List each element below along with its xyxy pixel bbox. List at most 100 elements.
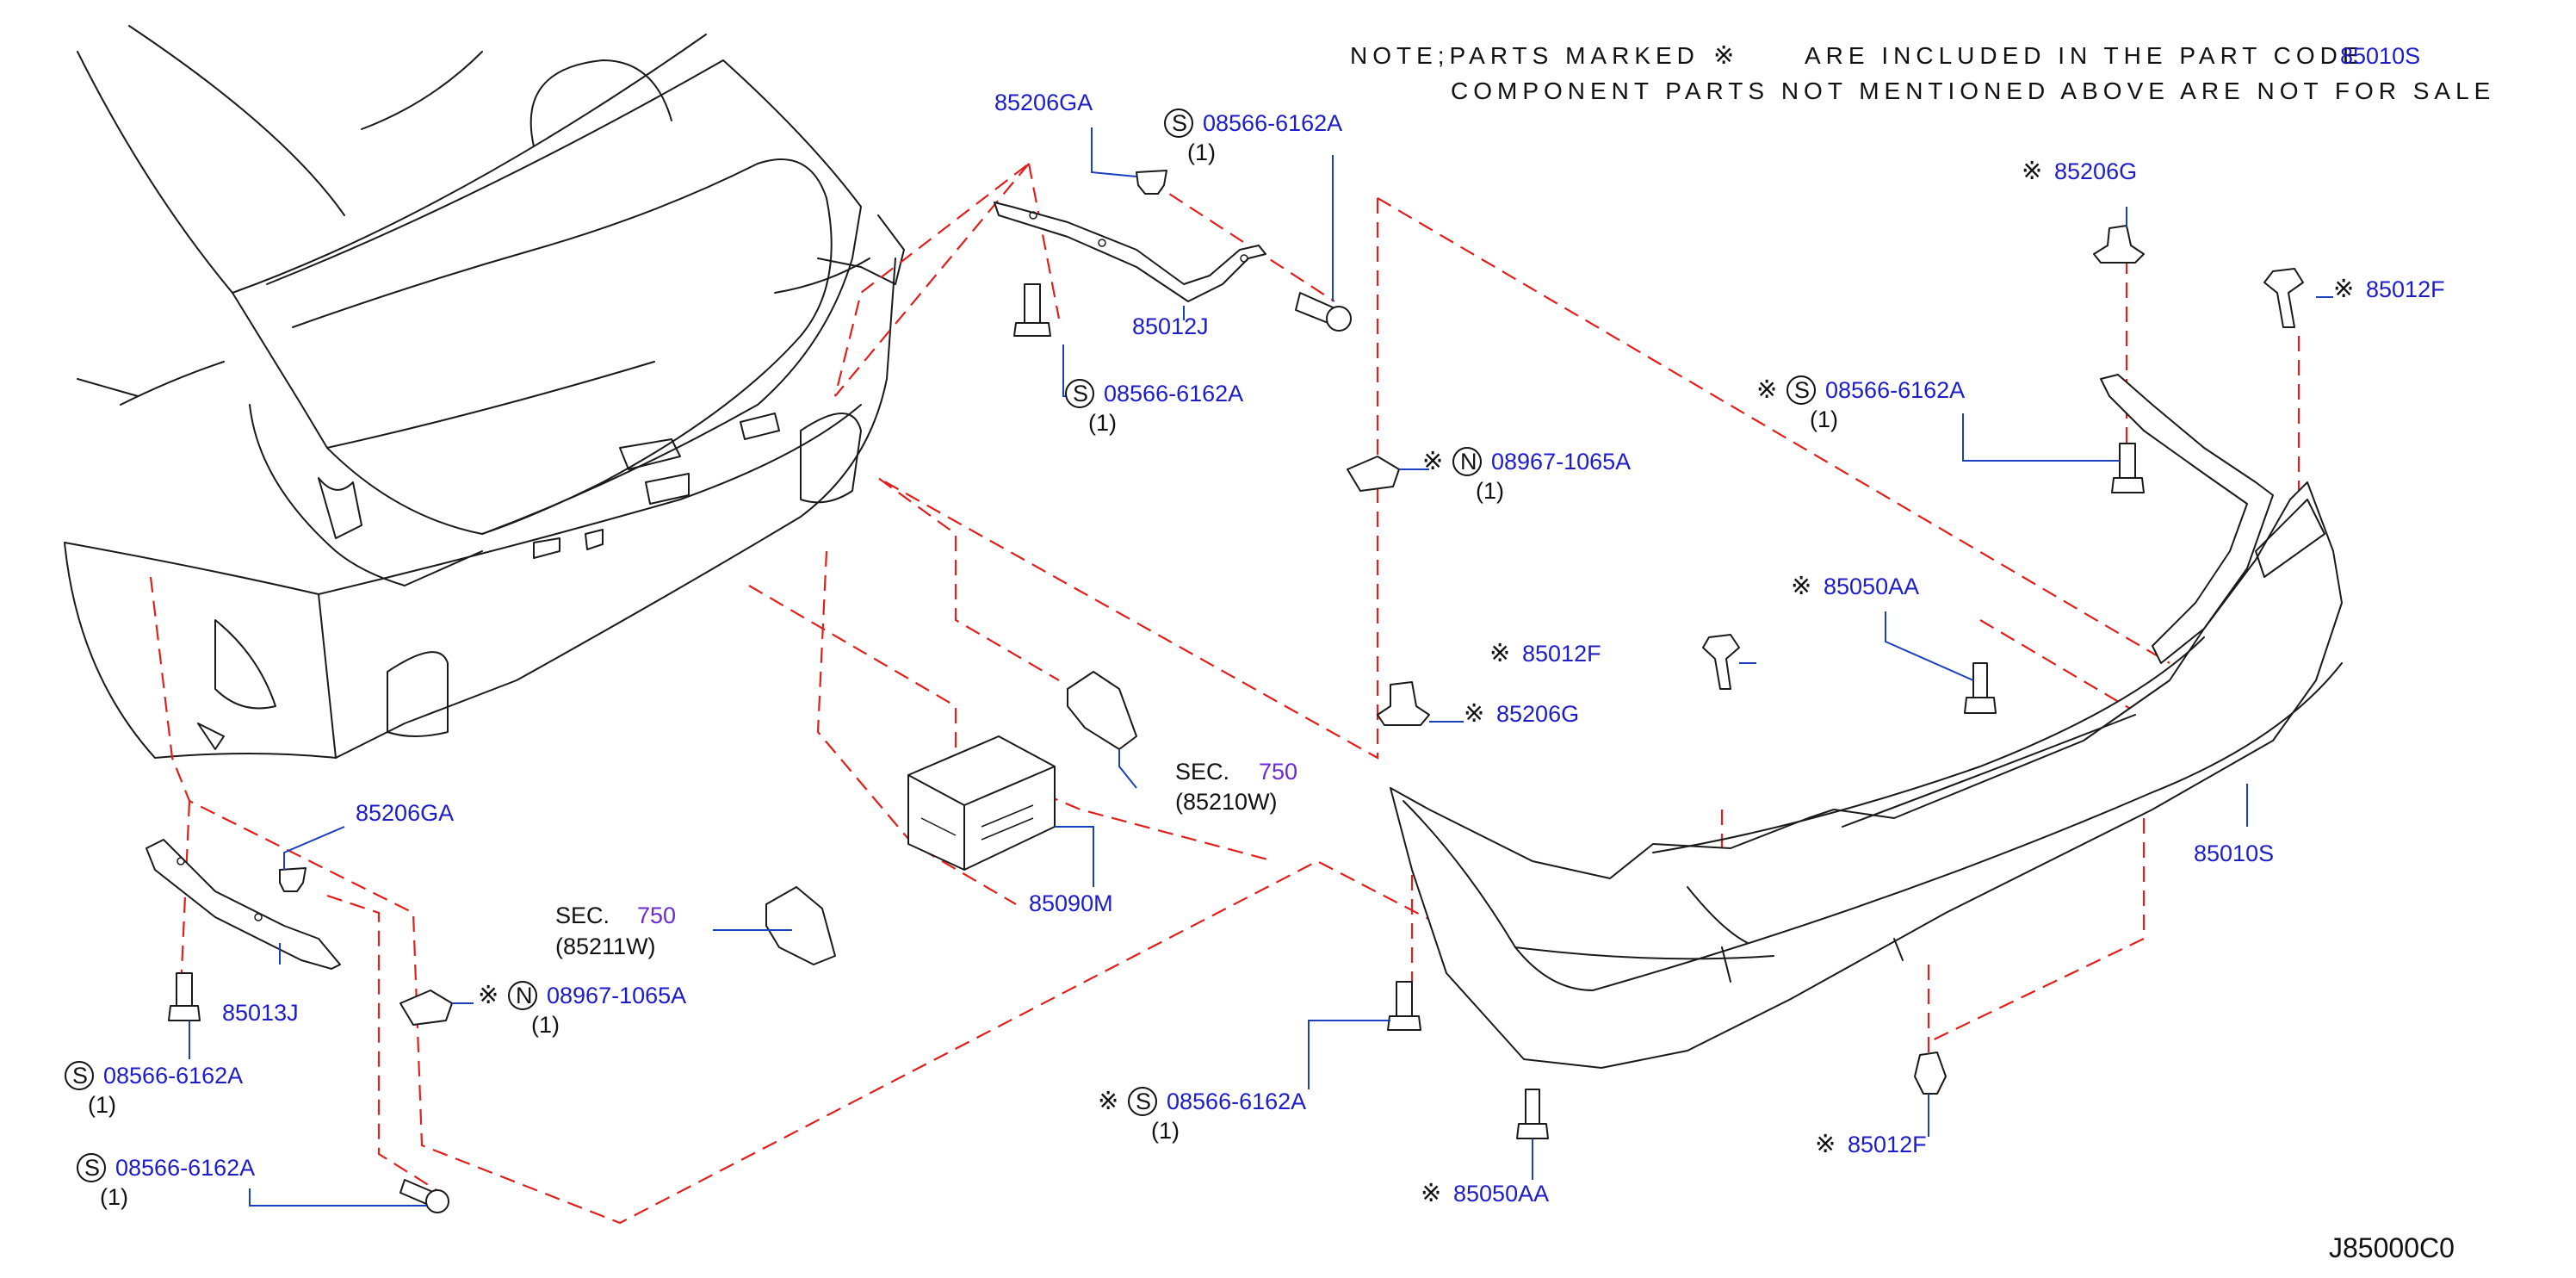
included-mark: ※ (2333, 276, 2354, 303)
part-number[interactable]: 85012F (1522, 641, 1601, 667)
nut-symbol-icon (508, 981, 537, 1010)
clip-85012f-mid[interactable] (1702, 634, 1740, 690)
bracket-85211w[interactable] (765, 886, 836, 965)
nut-top[interactable] (1347, 456, 1400, 492)
quantity: (1) (88, 1092, 116, 1118)
part-label-l12[interactable]: 85010S (2194, 841, 2274, 866)
included-mark: ※ (1791, 573, 1811, 600)
part-number[interactable]: 85206G (1496, 701, 1579, 727)
part-label-l20[interactable]: ※ 85050AA (1421, 1180, 1549, 1207)
included-mark: ※ (2022, 158, 2042, 185)
part-number[interactable]: 85012F (2366, 276, 2445, 302)
bumper-fascia-85010s[interactable] (1390, 481, 2343, 1069)
part-number[interactable]: 85012F (1848, 1132, 1927, 1157)
nut-left[interactable] (399, 990, 453, 1026)
section-number[interactable]: 750 (1259, 759, 1297, 785)
quantity: (1) (1476, 478, 1504, 504)
fastener-symbol: S (1794, 377, 1810, 403)
part-number[interactable]: 85206GA (356, 800, 454, 826)
bracket-85210w[interactable] (1067, 671, 1137, 750)
note-line2: COMPONENT PARTS NOT MENTIONED ABOVE ARE … (1451, 78, 2495, 104)
section-prefix: SEC. (555, 903, 610, 928)
part-number[interactable]: 85050AA (1453, 1181, 1549, 1207)
bolt-left-2[interactable] (399, 1179, 449, 1213)
bracket-85013j (146, 839, 341, 970)
bolt-bumper-upper[interactable] (2111, 443, 2145, 493)
included-mark: ※ (1815, 1131, 1836, 1158)
part-label-l5[interactable]: ※ 85206G (2022, 158, 2137, 185)
part-label-l7[interactable]: ※ S 08566-6162A (1) (1756, 375, 1965, 432)
clip-85206g-upper[interactable] (2093, 225, 2145, 264)
included-mark: ※ (1489, 640, 1510, 667)
bolt-top-left[interactable] (1013, 283, 1051, 337)
part-number[interactable]: 08967-1065A (547, 983, 686, 1008)
fastener-symbol: S (72, 1063, 88, 1089)
section-ref-85210w[interactable]: SEC. 750 (85210W) (1175, 759, 1297, 815)
note-code-85010s[interactable]: 85010S (2340, 43, 2420, 69)
module-85090m[interactable] (907, 735, 1056, 871)
included-mark: ※ (1464, 700, 1484, 728)
part-number[interactable]: 08566-6162A (1104, 381, 1243, 406)
clip-85012f-upper[interactable] (2263, 268, 2304, 328)
quantity: (1) (1088, 410, 1117, 436)
part-number[interactable]: 85206G (2054, 158, 2137, 184)
section-part: (85211W) (555, 934, 656, 959)
screw-symbol-icon (1128, 1087, 1157, 1116)
bolt-bumper-lower[interactable] (1387, 981, 1421, 1031)
part-label-l3[interactable]: 85012J (1132, 313, 1209, 339)
clip-85206ga-left[interactable] (279, 867, 307, 892)
part-number[interactable]: 85012J (1132, 313, 1209, 339)
quantity: (1) (531, 1012, 560, 1038)
part-label-l14[interactable]: 85206GA (356, 800, 454, 826)
part-number[interactable]: 85013J (222, 1000, 299, 1026)
part-label-l21[interactable]: ※ 85012F (1815, 1131, 1927, 1158)
screw-85050aa-lower[interactable] (1516, 1089, 1549, 1139)
part-number[interactable]: 08967-1065A (1491, 449, 1631, 475)
leader-lines (189, 127, 2333, 1207)
section-ref-85211w[interactable]: SEC. 750 (85211W) (555, 903, 676, 959)
part-label-l6[interactable]: ※ 85012F (2333, 276, 2445, 303)
clip-85012f-lower[interactable] (1914, 1052, 1947, 1095)
part-number[interactable]: 08566-6162A (115, 1155, 255, 1181)
part-number[interactable]: 85090M (1029, 890, 1113, 916)
bolt-top-right[interactable] (1295, 292, 1352, 332)
bolt-left-1[interactable] (168, 972, 201, 1021)
part-label-l11[interactable]: ※ 85206G (1464, 700, 1579, 728)
part-label-l4[interactable]: S 08566-6162A (1) (1065, 379, 1243, 436)
part-label-l13[interactable]: 85090M (1029, 890, 1113, 916)
screw-symbol-icon (1164, 109, 1193, 138)
part-label-l17[interactable]: S 08566-6162A (1) (65, 1061, 243, 1118)
part-number[interactable]: 08566-6162A (1825, 377, 1965, 403)
rear-body-outline (64, 25, 905, 759)
included-mark: ※ (478, 982, 498, 1009)
included-mark: ※ (1421, 1180, 1441, 1207)
part-number[interactable]: 85010S (2194, 841, 2274, 866)
section-part: (85210W) (1175, 789, 1278, 815)
part-label-l10[interactable]: ※ 85012F (1489, 640, 1601, 667)
note-header: NOTE;PARTS MARKED ※ ARE INCLUDED IN THE … (1350, 42, 2495, 104)
part-number[interactable]: 85050AA (1824, 574, 1919, 599)
quantity: (1) (1810, 406, 1838, 432)
part-label-l1[interactable]: 85206GA (994, 90, 1093, 115)
included-mark: ※ (1422, 448, 1443, 475)
fastener-symbol: S (1073, 381, 1088, 406)
part-number[interactable]: 08566-6162A (103, 1063, 243, 1089)
included-mark: ※ (1756, 376, 1777, 404)
part-number[interactable]: 08566-6162A (1167, 1089, 1306, 1114)
fastener-symbol: S (84, 1155, 100, 1181)
part-label-l9[interactable]: ※ 85050AA (1791, 573, 1919, 600)
note-mark: ※ (1713, 42, 1734, 70)
screw-85050aa-upper[interactable] (1964, 662, 1997, 714)
part-label-l15[interactable]: 85013J (222, 1000, 299, 1026)
clip-85206g-lower[interactable] (1377, 681, 1430, 726)
section-number[interactable]: 750 (637, 903, 676, 928)
part-number[interactable]: 85206GA (994, 90, 1093, 115)
part-number[interactable]: 08566-6162A (1203, 110, 1342, 136)
clip-85206ga-top[interactable] (1136, 170, 1167, 195)
